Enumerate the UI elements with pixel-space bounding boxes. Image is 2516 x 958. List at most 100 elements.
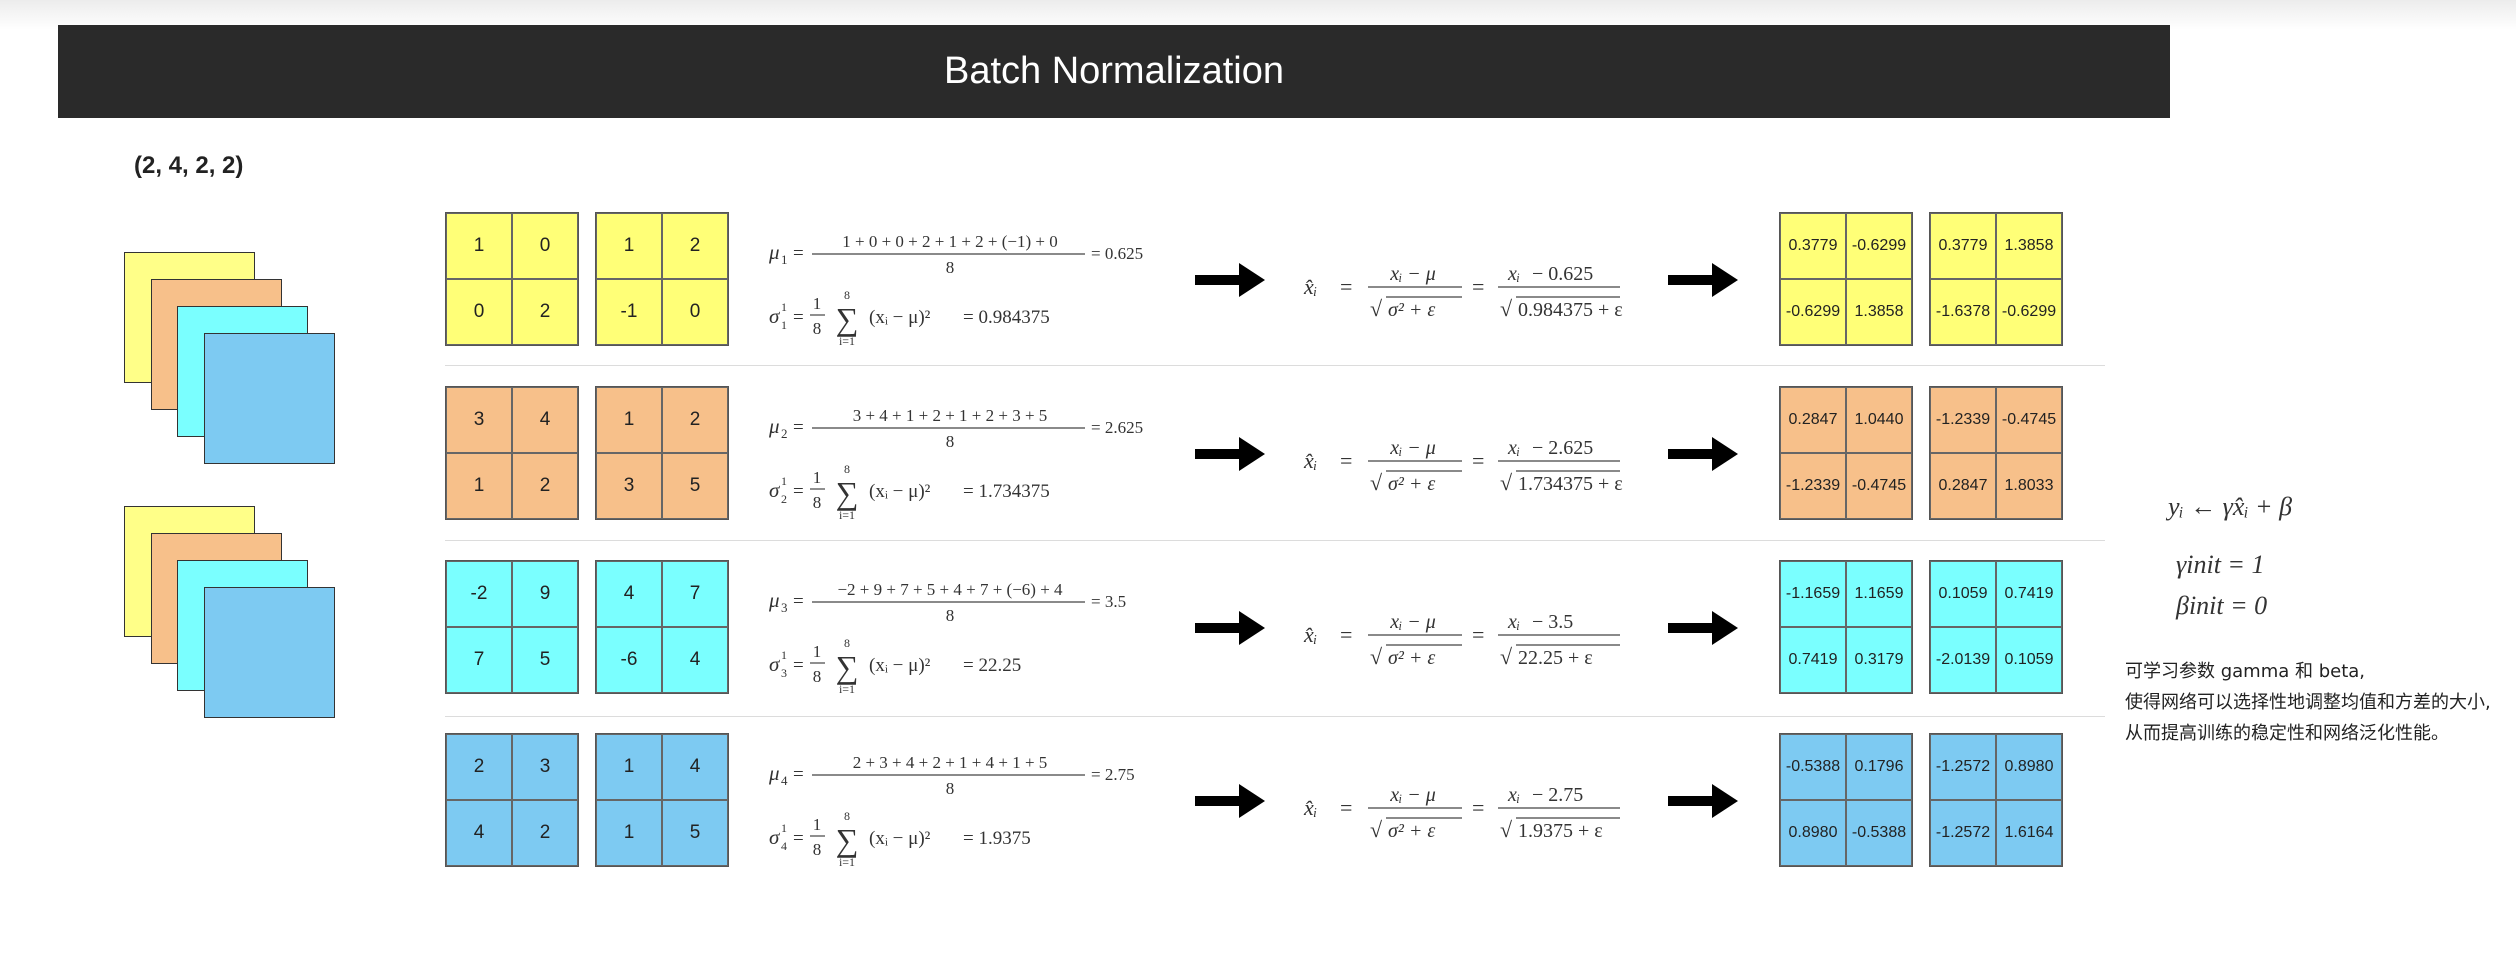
matrix-cell: 2	[446, 734, 512, 800]
variance-frac-num: 1	[813, 468, 822, 487]
matrix-cell: 4	[596, 561, 662, 627]
mean-result: = 2.75	[1091, 765, 1135, 784]
normalization-formula: x̂ᵢ=xᵢ − μ√σ² + ε=xᵢ− 3.5√22.25 + ε	[1303, 611, 1620, 669]
mean-denominator: 8	[946, 432, 955, 451]
sum-sign: ∑	[836, 475, 859, 511]
equals-sign: =	[1472, 448, 1484, 473]
x-minus-mu: xᵢ − μ	[1389, 784, 1436, 806]
affine-line: yᵢ ← γx̂ᵢ + β	[2165, 492, 2292, 521]
right-arrow	[1668, 263, 1738, 297]
sqrt-sign: √	[1370, 296, 1383, 321]
x-i: xᵢ	[1507, 263, 1520, 285]
mean-numerator: 2 + 3 + 4 + 2 + 1 + 4 + 1 + 5	[853, 753, 1048, 772]
matrix-cell: 1	[446, 453, 512, 519]
note-line-3: 从而提高训练的稳定性和网络泛化性能。	[2125, 723, 2449, 744]
matrix-cell: 1	[596, 734, 662, 800]
sigma-eps: σ² + ε	[1388, 299, 1435, 321]
variance-frac-den: 8	[813, 840, 822, 859]
matrix-cell: 1.8033	[1996, 453, 2062, 519]
matrix-cell: 0	[512, 213, 578, 279]
matrix-cell: 0.1796	[1846, 734, 1912, 800]
matrix-cell: -0.6299	[1996, 279, 2062, 345]
matrix-cell: -2.0139	[1930, 627, 1996, 693]
matrix-cell: -0.4745	[1846, 453, 1912, 519]
variance-frac-den: 8	[813, 319, 822, 338]
mean-result: = 3.5	[1091, 592, 1126, 611]
sum-top: 8	[844, 809, 850, 823]
matrix-cell: -1.2339	[1930, 387, 1996, 453]
variance-term: (xᵢ − μ)²	[869, 481, 931, 502]
mu-symbol: μ	[768, 240, 780, 264]
normalization-formula: x̂ᵢ=xᵢ − μ√σ² + ε=xᵢ− 2.75√1.9375 + ε	[1303, 784, 1620, 842]
sqrt-sign: √	[1370, 644, 1383, 669]
mu-subscript: 2	[781, 426, 788, 441]
matrix-cell: 3	[596, 453, 662, 519]
sigma-superscript: 1	[781, 821, 787, 835]
arrow-shape	[1668, 437, 1738, 471]
matrix-cell: -1.2339	[1780, 453, 1846, 519]
equals-sign: =	[793, 655, 804, 676]
x-hat: x̂ᵢ	[1303, 622, 1317, 647]
mean-denominator: 8	[946, 606, 955, 625]
equals-sign: =	[1340, 795, 1352, 820]
arrow-shape	[1668, 784, 1738, 818]
variance-term: (xᵢ − μ)²	[869, 307, 931, 328]
matrix-cell: 4	[446, 800, 512, 866]
matrix-cell: 1.6164	[1996, 800, 2062, 866]
arrow-shape	[1668, 611, 1738, 645]
matrix-cell: 2	[512, 800, 578, 866]
equals-sign: =	[1472, 274, 1484, 299]
sum-sign: ∑	[836, 301, 859, 337]
sigma-symbol: σ	[769, 304, 781, 328]
variance-epsilon: 1.9375 + ε	[1518, 820, 1603, 842]
matrix-cell: -0.6299	[1846, 213, 1912, 279]
x-i: xᵢ	[1507, 437, 1520, 459]
variance-frac-num: 1	[813, 815, 822, 834]
stack-2-channel-4	[204, 587, 335, 718]
x-hat: x̂ᵢ	[1303, 448, 1317, 473]
matrix-cell: 7	[662, 561, 728, 627]
matrix-cell: 0.3779	[1930, 213, 1996, 279]
mu-subscript: 4	[781, 773, 788, 788]
variance-epsilon: 22.25 + ε	[1518, 647, 1593, 669]
sigma-subscript: 1	[781, 318, 787, 332]
sigma-superscript: 1	[781, 474, 787, 488]
matrix-cell: 1	[596, 800, 662, 866]
matrix-cell: 0.2847	[1930, 453, 1996, 519]
note-line-2: 使得网络可以选择性地调整均值和方差的大小,	[2125, 692, 2491, 713]
matrix-cell: 0.8980	[1996, 734, 2062, 800]
matrix-cell: 5	[512, 627, 578, 693]
x-hat: x̂ᵢ	[1303, 274, 1317, 299]
variance-frac-num: 1	[813, 642, 822, 661]
mean-result: = 2.625	[1091, 418, 1143, 437]
matrix-cell: 3	[512, 734, 578, 800]
stack-1-channel-4	[204, 333, 335, 464]
sigma-eps: σ² + ε	[1388, 647, 1435, 669]
sigma-subscript: 3	[781, 666, 787, 680]
matrix-cell: 0.1059	[1996, 627, 2062, 693]
matrix-cell: -1.2572	[1930, 800, 1996, 866]
matrix-cell: 0	[446, 279, 512, 345]
sqrt-sign: √	[1500, 296, 1513, 321]
beta-init: βinit = 0	[2175, 591, 2267, 620]
minus-mean-value: − 3.5	[1532, 611, 1573, 633]
normalization-formula: x̂ᵢ=xᵢ − μ√σ² + ε=xᵢ− 2.625√1.734375 + ε	[1303, 437, 1623, 495]
right-arrow	[1195, 437, 1265, 471]
row-separator	[445, 365, 2105, 366]
normalization-formula: x̂ᵢ=xᵢ − μ√σ² + ε=xᵢ− 0.625√0.984375 + ε	[1303, 263, 1623, 321]
mu-symbol: μ	[768, 761, 780, 785]
matrix-cell: 1.3858	[1996, 213, 2062, 279]
sqrt-sign: √	[1500, 817, 1513, 842]
matrix-cell: 5	[662, 453, 728, 519]
matrix-cell: -6	[596, 627, 662, 693]
equals-sign: =	[1340, 274, 1352, 299]
sigma-subscript: 4	[781, 839, 787, 853]
matrix-cell: 0.3179	[1846, 627, 1912, 693]
sigma-subscript: 2	[781, 492, 787, 506]
x-minus-mu: xᵢ − μ	[1389, 437, 1436, 459]
